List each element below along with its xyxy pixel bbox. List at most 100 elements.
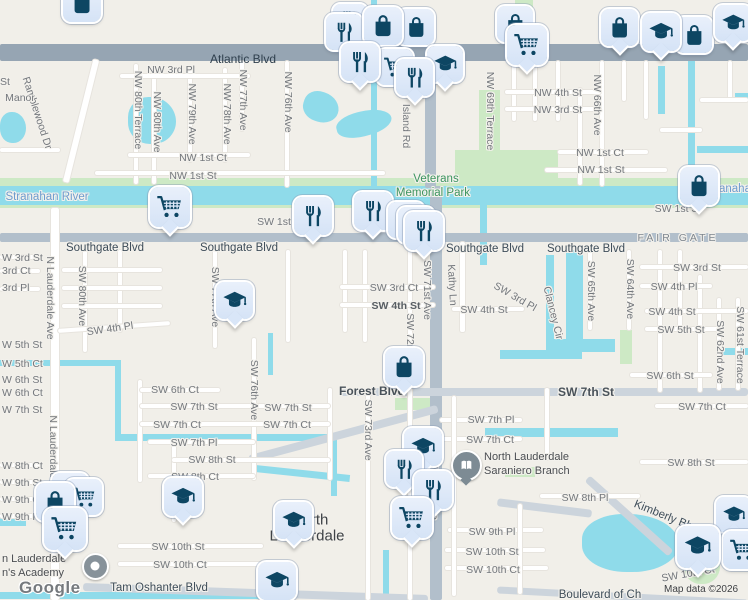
poi-pin-bag[interactable] <box>676 17 712 53</box>
poi-pin-school[interactable] <box>716 497 748 542</box>
street-label: SW 3rd St <box>673 262 721 274</box>
poi-pin-school[interactable] <box>216 282 253 329</box>
poi-pin-bag[interactable] <box>364 7 402 45</box>
road-segment <box>578 88 582 185</box>
restaurant-icon <box>306 205 321 227</box>
poi-pin-school[interactable] <box>275 502 312 549</box>
road-segment <box>366 390 370 600</box>
road-segment <box>600 61 604 186</box>
road-segment <box>140 404 330 408</box>
poi-pin-school[interactable] <box>642 13 680 61</box>
road-segment <box>630 373 712 377</box>
street-label: FAIR GATE <box>637 232 719 244</box>
school-icon <box>722 505 745 521</box>
poi-pin-school[interactable] <box>258 562 296 600</box>
poi-label: n's Academy <box>2 567 65 579</box>
road-segment <box>640 460 748 464</box>
poi-pin-school[interactable] <box>677 526 719 578</box>
street-label: NW 1st Ct <box>576 147 624 159</box>
water-canal <box>719 348 748 355</box>
poi-pin-bag[interactable] <box>680 167 718 215</box>
shopping-cart-icon <box>514 34 539 56</box>
road-segment <box>678 250 682 330</box>
library-poi[interactable] <box>450 449 482 486</box>
poi-pin-bag[interactable] <box>398 9 434 45</box>
poi-pin-bag[interactable] <box>385 348 423 396</box>
road-segment <box>425 52 436 188</box>
poi-dot[interactable] <box>81 552 109 580</box>
poi-pin-cart[interactable] <box>507 25 547 75</box>
restaurant-icon <box>337 22 352 42</box>
road-segment <box>140 388 220 392</box>
school-icon <box>649 22 673 39</box>
road-segment <box>717 298 721 390</box>
road-segment <box>545 168 667 172</box>
poi-pin-dining[interactable] <box>396 59 433 106</box>
street-label: SW 3rd Ct <box>369 282 419 294</box>
street-label: SW 4th St <box>371 300 421 312</box>
street-label: NW 66th Ave <box>591 74 603 136</box>
poi-pin-dining[interactable] <box>405 212 443 260</box>
water-label: Stranahan River <box>5 191 89 203</box>
street-label: SW 6th St <box>646 370 694 382</box>
street-label: SW 1st <box>257 216 291 228</box>
poi-pin-school[interactable] <box>715 5 748 51</box>
street-label: NW 80th Ave <box>151 91 163 153</box>
road-segment <box>188 68 192 162</box>
poi-pin-bag[interactable] <box>601 9 638 56</box>
school-icon <box>223 291 247 307</box>
street-label: Ramblewood Dr <box>19 75 55 151</box>
restaurant-icon <box>417 220 432 242</box>
road-segment <box>408 250 412 600</box>
road-segment <box>340 303 435 307</box>
poi-pin-cart[interactable] <box>150 187 190 237</box>
water-canal <box>0 112 26 143</box>
street-label: SW 73rd Ave <box>362 399 374 461</box>
road-segment <box>452 396 456 596</box>
street-label: SW 8th St <box>667 457 715 469</box>
street-label: NW 4th St <box>534 87 582 99</box>
poi-pin-dining[interactable] <box>341 43 379 91</box>
road-segment <box>655 404 748 408</box>
road-segment <box>118 544 263 548</box>
road-segment <box>83 250 87 352</box>
road-segment <box>223 68 227 162</box>
poi-pin-school[interactable] <box>164 478 202 526</box>
road-segment <box>728 61 732 101</box>
road-segment <box>285 61 289 187</box>
street-label: SW 7th Pl <box>170 437 218 449</box>
road-segment <box>448 528 543 532</box>
road-segment <box>558 150 648 154</box>
school-icon <box>434 55 457 70</box>
street-label: SW 4th St <box>460 304 508 316</box>
street-label: SW 7th St <box>264 402 312 414</box>
poi-pin-dining[interactable] <box>294 197 332 245</box>
school-icon <box>282 511 306 527</box>
street-label: W 9th St <box>2 477 43 489</box>
shopping-bag-icon <box>396 356 412 378</box>
poi-pin-dining[interactable] <box>354 192 392 240</box>
shopping-bag-icon <box>691 175 707 197</box>
street-label: SW 7th Ct <box>678 401 726 413</box>
road-segment <box>644 61 648 119</box>
road-segment <box>645 309 748 313</box>
street-label: SW 76th Ave <box>248 359 260 421</box>
water-canal <box>383 550 389 600</box>
poi-pin-cart[interactable] <box>723 531 748 569</box>
poi-pin-cart[interactable] <box>44 508 86 560</box>
road-segment <box>62 268 162 272</box>
road-segment <box>62 304 162 308</box>
road-segment <box>736 298 740 390</box>
shopping-bag-icon <box>74 0 90 14</box>
street-label: SW 4th St <box>648 306 696 318</box>
street-label: Manor <box>5 92 35 104</box>
poi-pin-cart[interactable] <box>392 498 432 548</box>
street-label: Southgate Blvd <box>445 243 525 255</box>
poi-pin-school[interactable] <box>427 46 463 92</box>
restaurant-icon <box>407 67 423 88</box>
google-logo[interactable]: Google <box>19 578 81 597</box>
road-segment <box>118 250 122 332</box>
poi-pin-dining[interactable] <box>414 471 452 519</box>
poi-pin-bag[interactable] <box>63 0 101 22</box>
